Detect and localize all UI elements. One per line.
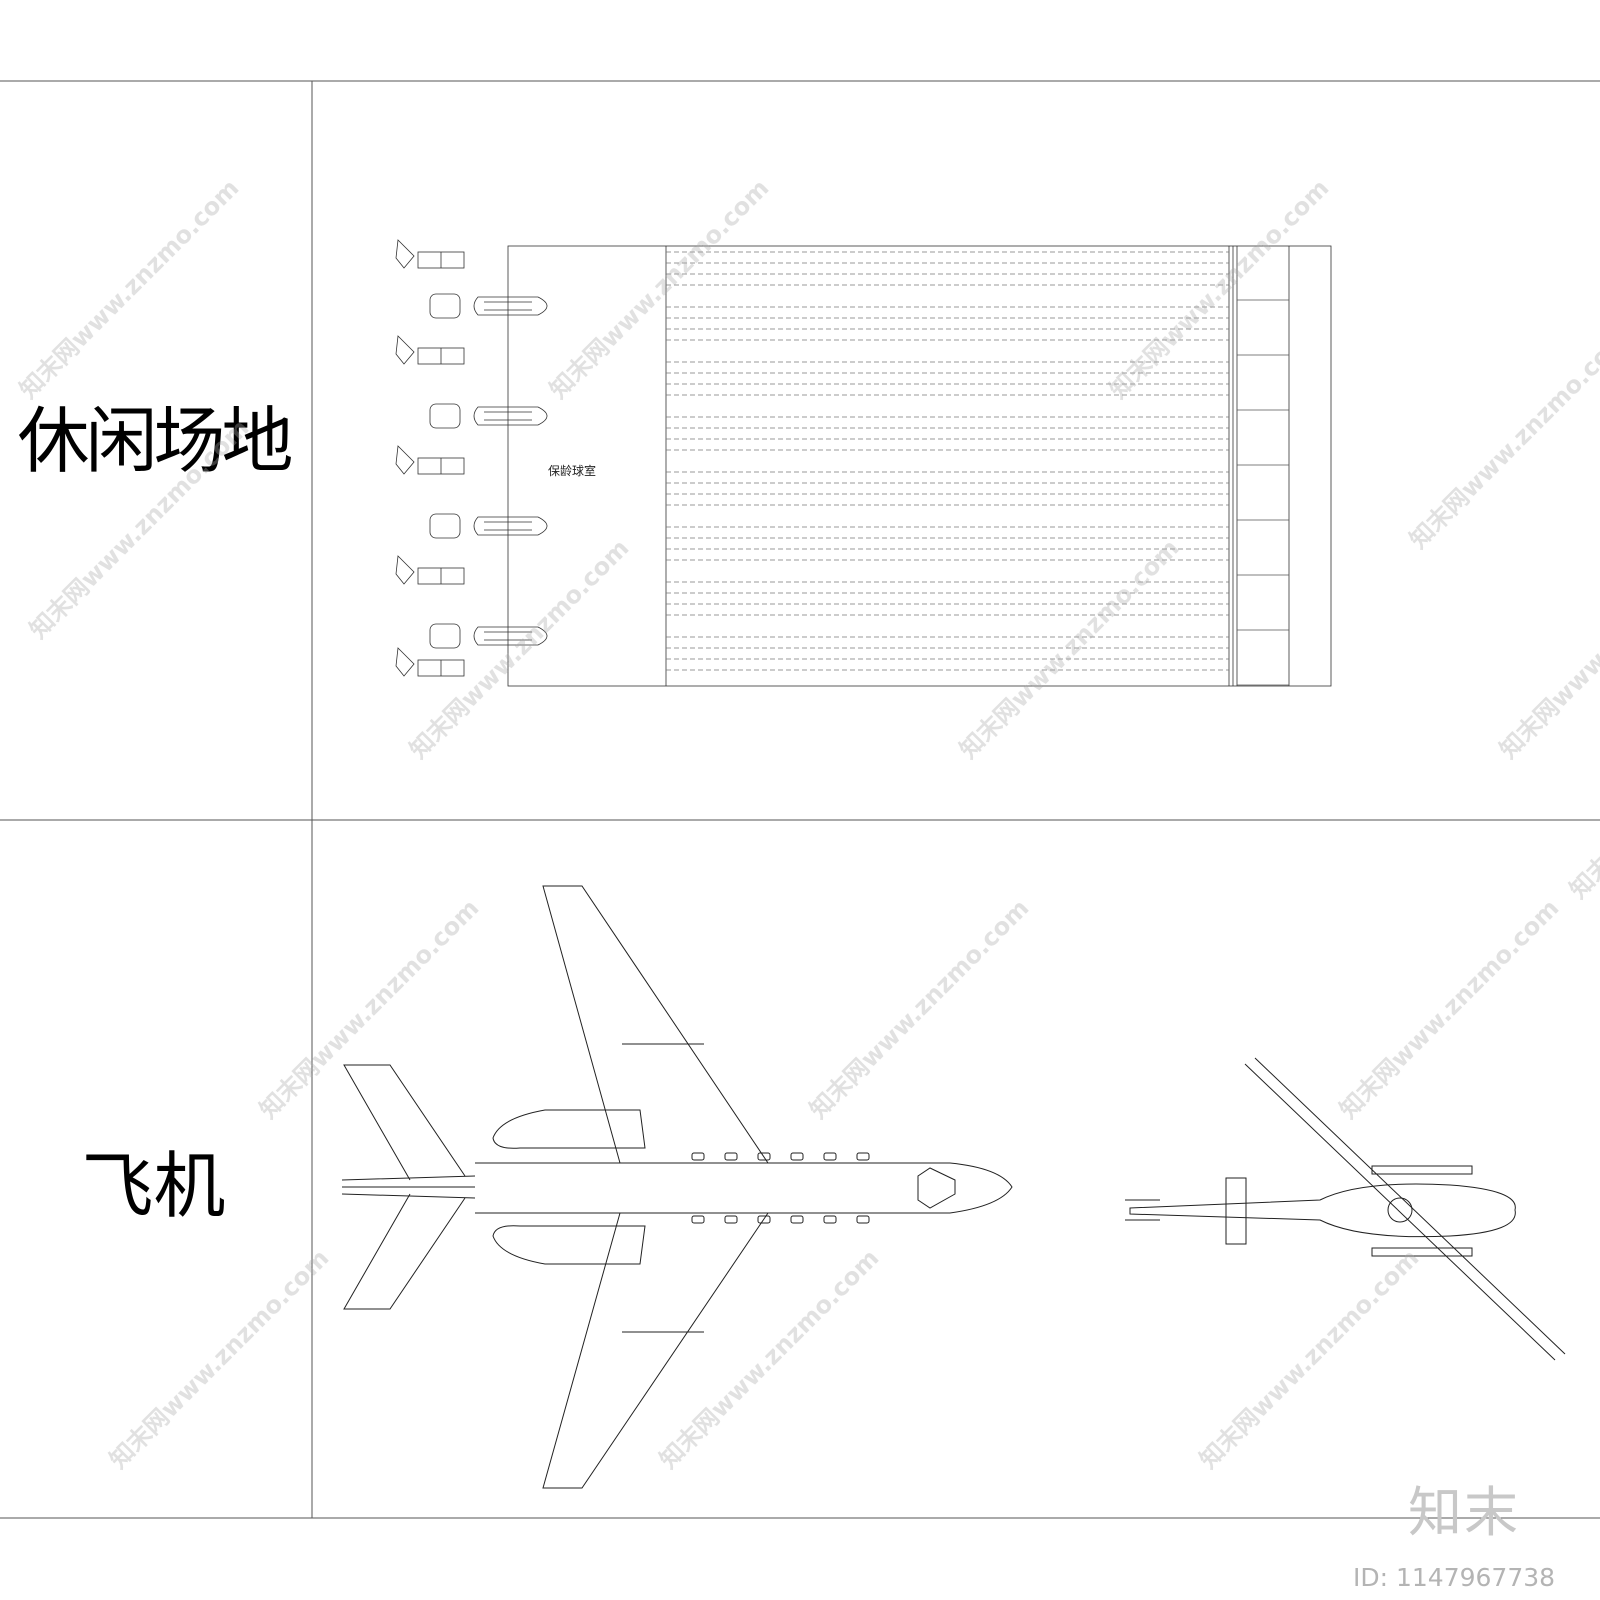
helicopter-icon [1125, 1057, 1566, 1361]
ball-returns [429, 293, 548, 649]
image-id: ID: 1147967738 [1353, 1563, 1556, 1592]
room-label: 保龄球室 [548, 464, 597, 478]
jet-airplane-icon [341, 885, 1013, 1489]
category-label-leisure: 休闲场地 [17, 399, 293, 483]
table-grid [0, 80, 1600, 1519]
bowling-room-plan [395, 239, 1332, 687]
seating-group [395, 239, 465, 677]
brand-logo: 知末 [1408, 1481, 1520, 1544]
bowling-room-outline [507, 245, 1332, 687]
category-label-aircraft: 飞机 [81, 1144, 226, 1228]
bowling-lanes [666, 251, 1289, 686]
